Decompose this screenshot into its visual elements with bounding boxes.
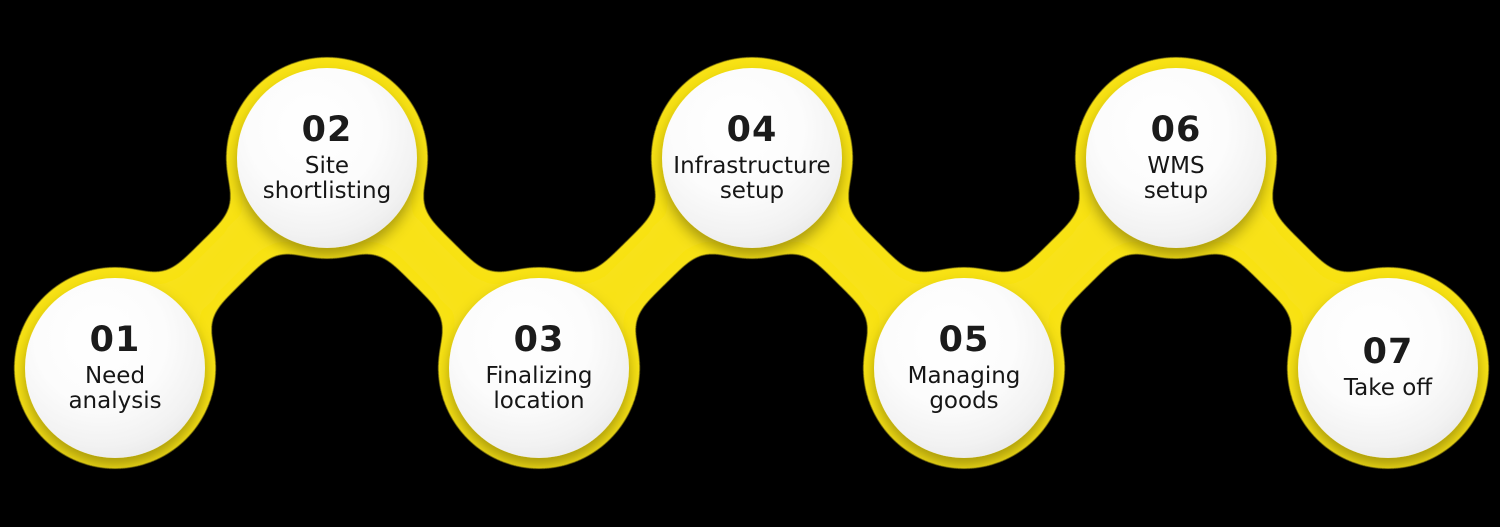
sphere-step-2: [237, 68, 417, 248]
step-spheres: [25, 68, 1478, 458]
sphere-step-4: [662, 68, 842, 248]
sphere-step-1: [25, 278, 205, 458]
sphere-step-6: [1086, 68, 1266, 248]
sphere-step-3: [449, 278, 629, 458]
sphere-step-7: [1298, 278, 1478, 458]
sphere-step-5: [874, 278, 1054, 458]
